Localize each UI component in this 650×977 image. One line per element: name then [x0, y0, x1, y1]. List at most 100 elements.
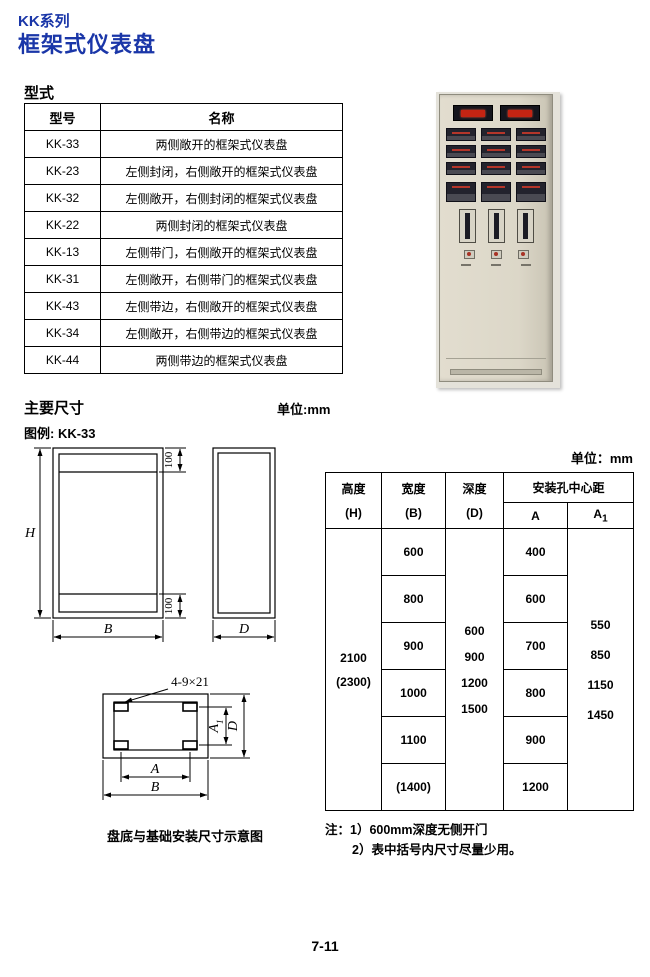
model-cell: KK-34	[24, 319, 101, 347]
instrument	[446, 145, 476, 158]
mounting-slot	[182, 740, 198, 750]
panel-photo	[436, 92, 560, 388]
col-header-depth: 深度 (D)	[445, 472, 504, 529]
mounting-slot	[113, 740, 129, 750]
a-cell: 400	[503, 528, 568, 576]
a-cell: 600	[503, 575, 568, 623]
meter-stripe	[522, 213, 528, 239]
size-row: 2100 (2300) 600 600 900 1200 1500 400 55…	[325, 528, 635, 811]
model-cell: KK-31	[24, 265, 101, 293]
a-cell: 1200	[503, 763, 568, 811]
col-header-a1: A1	[566, 502, 635, 529]
width-cell: 1000	[381, 669, 446, 717]
width-cell: (1400)	[381, 763, 446, 811]
size-table-unit-label: 单位：mm	[570, 451, 633, 466]
width-cell: 1100	[381, 716, 446, 764]
model-cell: KK-13	[24, 238, 101, 266]
name-cell: 左侧封闭，右侧敞开的框架式仪表盘	[100, 157, 343, 185]
name-cell: 两侧带边的框架式仪表盘	[100, 346, 343, 374]
col-header-model: 型号	[24, 103, 101, 131]
dimensions-heading: 主要尺寸	[24, 400, 85, 417]
col-header-a: A	[503, 502, 568, 529]
width-cell: 800	[381, 575, 446, 623]
a-cell: 800	[503, 669, 568, 717]
indicator-button-row	[440, 250, 552, 259]
bottom-offset-label: 100	[163, 597, 175, 614]
instrument	[446, 128, 476, 141]
vertical-meter	[487, 209, 505, 243]
model-cell: KK-22	[24, 211, 101, 239]
size-row: (1400) 1200	[326, 763, 634, 811]
plan-d-label: D	[226, 721, 241, 732]
display-digits	[507, 109, 532, 117]
top-offset-label: 100	[163, 451, 175, 468]
vertical-meter-row	[440, 209, 552, 243]
a-cell: 900	[503, 716, 568, 764]
vertical-meter	[458, 209, 476, 243]
name-cell: 两侧封闭的框架式仪表盘	[100, 211, 343, 239]
a1-cell: 550 850 1150 1450	[566, 528, 635, 811]
indicator-lamp	[467, 252, 471, 256]
mounting-plan-dimensions	[102, 688, 250, 800]
depth-cell: 600 900 1200 1500	[445, 528, 504, 811]
size-table: 高度 (H) 宽度 (B) 深度 (D) 安装孔中心距 A A1 2100 (2…	[325, 472, 635, 811]
label-strip-row	[440, 264, 552, 266]
indicator-button	[517, 250, 529, 259]
page-title: 框架式仪表盘	[18, 32, 157, 57]
instrument	[516, 145, 546, 158]
b-dimension-label: B	[104, 622, 113, 637]
label-strip	[521, 264, 531, 266]
col-header-width: 宽度 (B)	[381, 472, 446, 529]
example-label: 图例: KK-33	[24, 426, 96, 441]
name-cell: 左侧带边，右侧敞开的框架式仪表盘	[100, 292, 343, 320]
digital-display	[452, 105, 493, 121]
unit-label: 单位:mm	[277, 402, 331, 417]
type-section-heading: 型式	[24, 85, 55, 102]
mounting-slot	[182, 702, 198, 712]
instrument	[481, 162, 511, 175]
d-dimension-label: D	[238, 622, 249, 637]
digital-display-row	[440, 105, 552, 121]
notes: 注：1）600mm深度无侧开门 2）表中括号内尺寸尽量少用。	[325, 820, 521, 860]
name-cell: 左侧敞开，右侧带门的框架式仪表盘	[100, 265, 343, 293]
note-line-2: 2）表中括号内尺寸尽量少用。	[352, 843, 522, 857]
page-number: 7-11	[311, 938, 339, 954]
size-table-header-row-2: A A1	[326, 502, 635, 529]
size-row: 1100 900	[326, 716, 634, 764]
instrument	[516, 128, 546, 141]
mounting-slot	[113, 702, 129, 712]
col-header-mounting: 安装孔中心距	[502, 472, 635, 503]
indicator-lamp	[494, 252, 498, 256]
width-cell: 600	[381, 528, 446, 576]
type-table-header-row: 型号 名称	[24, 103, 343, 131]
vertical-meter	[516, 209, 534, 243]
a-cell: 700	[503, 622, 568, 670]
dimension-lines	[34, 447, 276, 642]
instrument	[481, 182, 511, 202]
height-cell: 2100 (2300)	[325, 528, 382, 811]
name-cell: 两侧敞开的框架式仪表盘	[100, 130, 343, 158]
model-cell: KK-43	[24, 292, 101, 320]
dimension-drawings: H 100 100 B D 4-9×21 A B A1 D	[24, 447, 276, 800]
size-table-header-row-1: 高度 (H) 宽度 (B) 深度 (D) 安装孔中心距	[325, 472, 635, 529]
h-dimension-label: H	[24, 526, 36, 541]
indicator-lamp	[521, 252, 525, 256]
note-line-1: 注：1）600mm深度无侧开门	[325, 823, 488, 837]
mounting-plan	[102, 693, 209, 759]
instrument	[481, 128, 511, 141]
name-cell: 左侧敞开，右侧带边的框架式仪表盘	[100, 319, 343, 347]
indicator-button	[463, 250, 475, 259]
display-digits	[460, 109, 485, 117]
digital-display	[499, 105, 540, 121]
instrument-grid	[440, 128, 552, 175]
model-cell: KK-33	[24, 130, 101, 158]
